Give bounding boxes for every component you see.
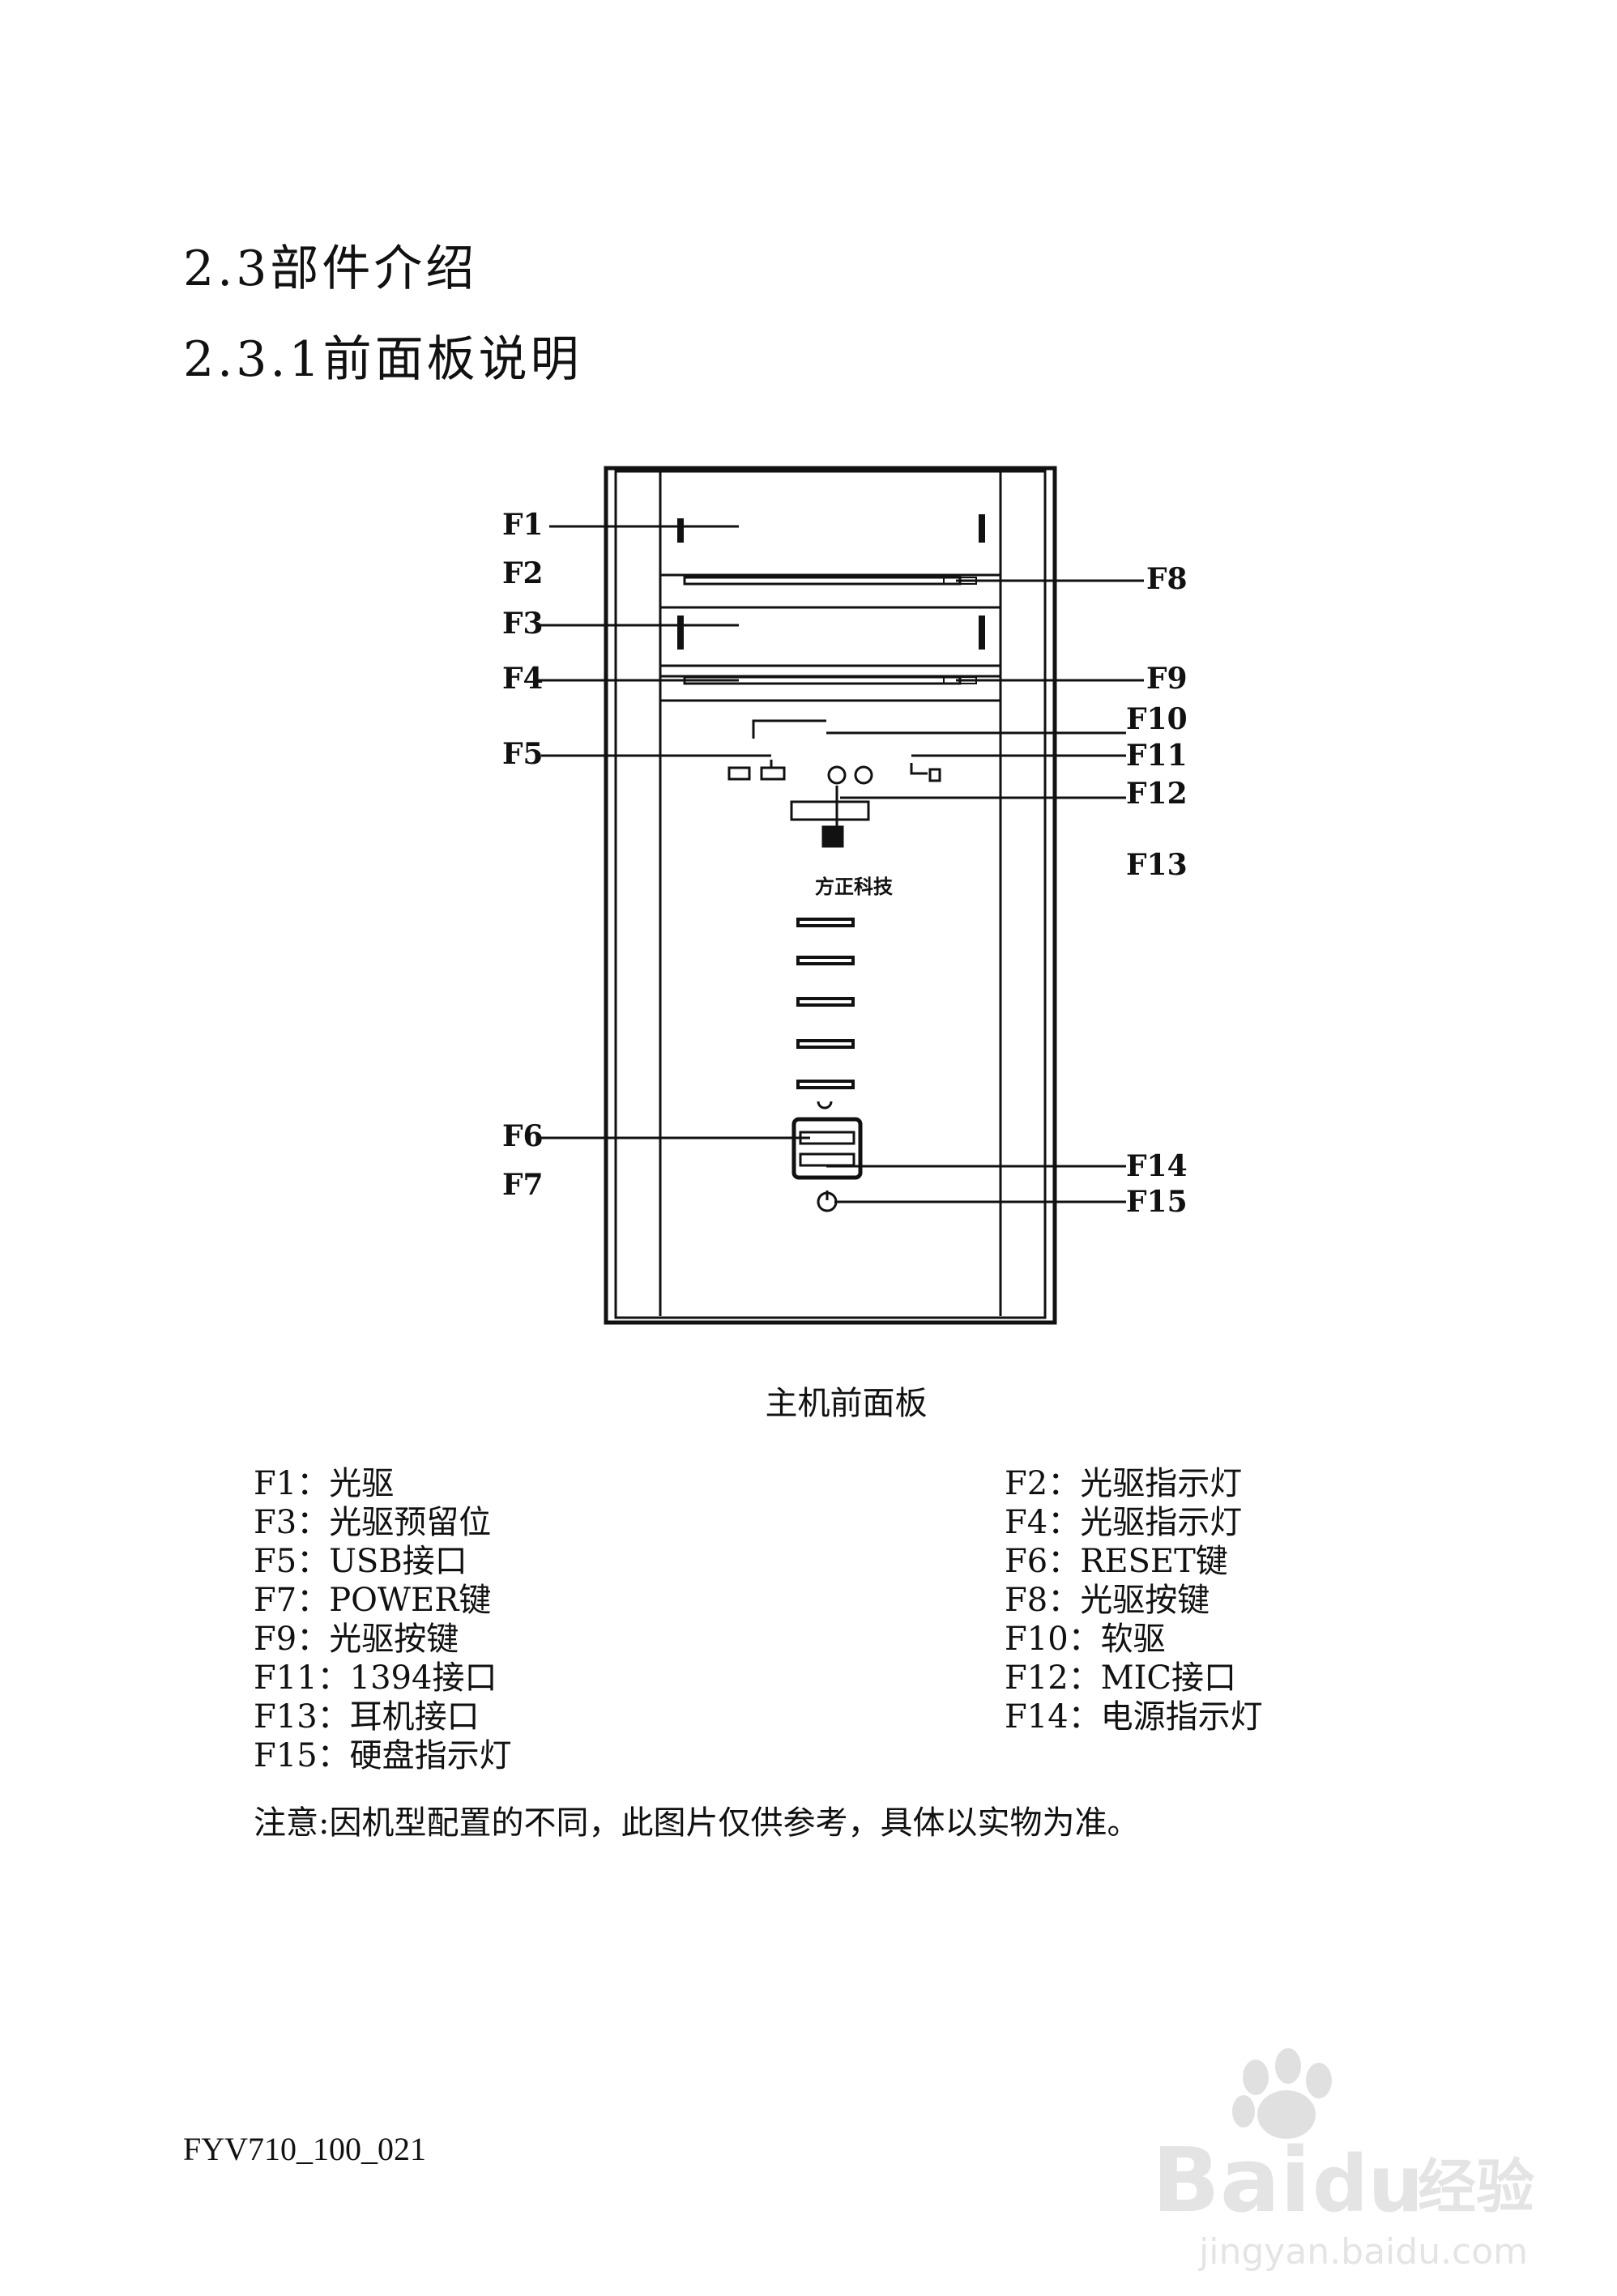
label-f8: F8: [1146, 562, 1188, 596]
label-f5: F5: [502, 737, 544, 771]
label-f1: F1: [502, 508, 544, 542]
legend-item: F14：电源指示灯: [1005, 1698, 1263, 1736]
legend-item: F11：1394接口: [254, 1659, 497, 1697]
headphone-port: [854, 765, 873, 785]
legend-item: F8：光驱按键: [1005, 1582, 1210, 1619]
note-text: 注意:因机型配置的不同，此图片仅供参考，具体以实物为准。: [254, 1804, 1140, 1842]
legend-item: F1：光驱: [254, 1465, 395, 1502]
legend-right-column: F2：光驱指示灯 F4：光驱指示灯 F6：RESET键 F8：光驱按键 F10：…: [1005, 1464, 1263, 1736]
brand-logo-mark: [821, 825, 844, 848]
watermark-brand: Bai: [1152, 2128, 1311, 2232]
legend-item: F6：RESET键: [1005, 1543, 1228, 1580]
usb-port-2: [760, 766, 786, 781]
watermark-url: jingyan.baidu.com: [1198, 2231, 1528, 2273]
legend-item: F7：POWER键: [254, 1582, 492, 1619]
baidu-jingyan-watermark: Bai du 经验 jingyan.baidu.com: [1152, 2048, 1534, 2273]
legend-item: F3：光驱预留位: [254, 1504, 492, 1541]
legend-item: F4：光驱指示灯: [1005, 1504, 1243, 1541]
mic-port: [827, 765, 847, 785]
optical-drive-bay: [659, 470, 1002, 577]
legend-item: F5：USB接口: [254, 1543, 467, 1580]
label-f2: F2: [502, 556, 544, 590]
label-f14: F14: [1126, 1149, 1188, 1183]
label-f13: F13: [1126, 848, 1188, 882]
usb-port-1: [727, 766, 751, 781]
subsection-title: 2.3.1前面板说明: [183, 331, 582, 388]
watermark-paw-text: du: [1312, 2139, 1423, 2230]
paw-icon: [1232, 2048, 1332, 2139]
legend-item: F10：软驱: [1005, 1621, 1166, 1658]
legend-item: F15：硬盘指示灯: [254, 1737, 512, 1774]
label-f7: F7: [502, 1168, 544, 1202]
legend-item: F13：耳机接口: [254, 1698, 480, 1736]
legend-item: F2：光驱指示灯: [1005, 1465, 1243, 1502]
floppy-drive: [790, 800, 870, 821]
label-f15: F15: [1126, 1185, 1188, 1219]
label-f12: F12: [1126, 777, 1188, 811]
ieee1394-port: [928, 768, 941, 782]
legend-left-column: F1：光驱 F3：光驱预留位 F5：USB接口 F7：POWER键 F9：光驱按…: [254, 1464, 512, 1775]
power-led: [799, 1152, 855, 1167]
watermark-cn: 经验: [1418, 2153, 1534, 2221]
label-f10: F10: [1126, 702, 1188, 736]
label-f4: F4: [502, 662, 544, 696]
figure-caption: 主机前面板: [765, 1385, 928, 1422]
document-code: FYV710_100_021: [183, 2131, 427, 2167]
case-outline: [604, 466, 1057, 1325]
label-f11: F11: [1126, 739, 1188, 773]
label-f3: F3: [502, 607, 544, 641]
front-panel-diagram: 方正科技 F1 F2 F3 F4 F5 F6 F7 F8 F9 F10 F11 …: [502, 466, 1188, 1325]
legend-item: F9：光驱按键: [254, 1621, 459, 1658]
brand-text: 方正科技: [815, 875, 894, 898]
label-f6: F6: [502, 1119, 544, 1153]
label-f9: F9: [1146, 662, 1188, 696]
button-panel: [791, 1117, 863, 1180]
legend-item: F12：MIC接口: [1005, 1659, 1237, 1697]
section-title: 2.3部件介绍: [183, 241, 478, 297]
